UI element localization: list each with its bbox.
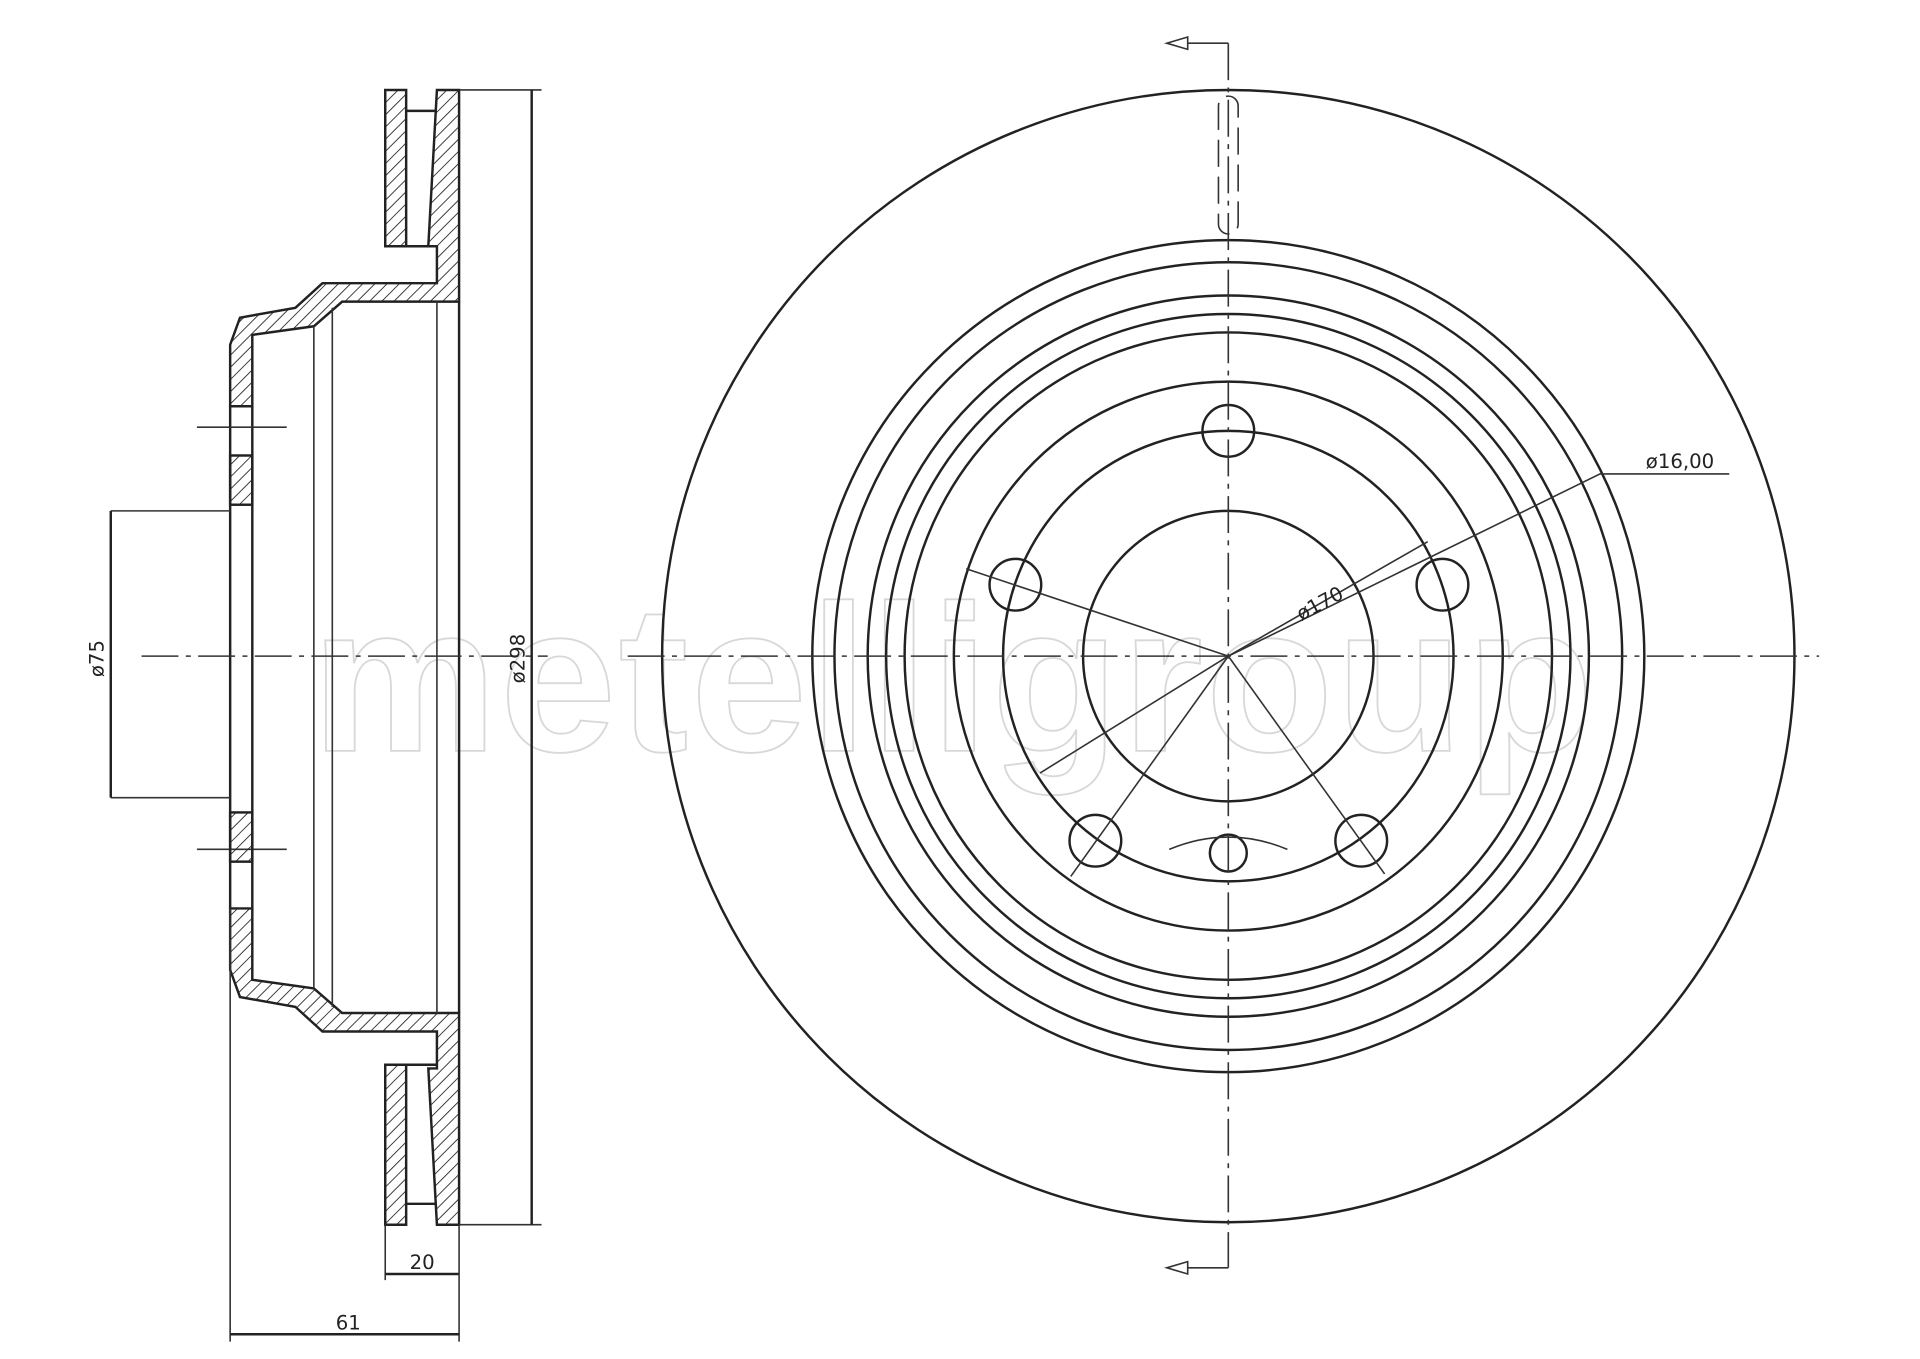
bolt-hole (1334, 813, 1389, 868)
outer-plate-top (384, 88, 408, 248)
front-view: ø170 ø16,00 (627, 35, 1820, 1276)
bolt-hole (1415, 557, 1470, 612)
bolt-hole (988, 557, 1043, 612)
outer-plate-bottom (384, 1063, 408, 1226)
bolt-hole (1068, 813, 1123, 868)
watermark: metelligroup (311, 563, 1596, 796)
thickness-label: 20 (410, 1251, 435, 1274)
side-section-view: ø75 ø298 20 61 (85, 88, 548, 1342)
outer-diameter-label: ø298 (506, 634, 529, 684)
height-label: 61 (336, 1311, 361, 1334)
hat-bottom (228, 907, 461, 1226)
center-bore-label: ø75 (85, 640, 108, 677)
hat-top (228, 88, 461, 408)
bolt-hole-label: ø16,00 (1646, 450, 1714, 473)
